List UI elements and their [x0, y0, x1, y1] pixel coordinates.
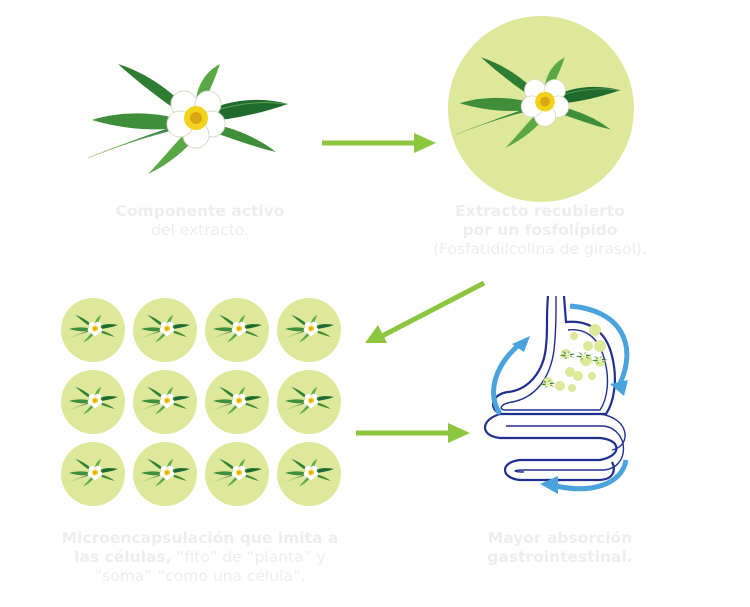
caption-coated-extract: Extracto recubierto por un fosfolípido (…: [400, 202, 680, 259]
digestive-tract-icon: [483, 295, 630, 494]
caption-coated-extract-bold-1: Extracto recubierto: [455, 202, 625, 220]
caption-micro-bold-b: las células,: [74, 548, 172, 566]
caption-micro-normal-b: “soma” “como una célula”.: [94, 567, 306, 585]
capsule-icon: [133, 370, 197, 434]
capsule-icon: [205, 370, 269, 434]
caption-absorption-bold-1: Mayor absorción: [487, 529, 633, 547]
caption-microencapsulation: Microencapsulación que imita a las célul…: [30, 529, 370, 586]
coated-tea-flower-icon: [448, 16, 634, 202]
capsule-icon: [133, 298, 197, 362]
capsule-icon: [277, 370, 341, 434]
capsule-icon: [205, 298, 269, 362]
tea-flower-icon: [83, 63, 289, 175]
caption-active-component: Componente activo del extracto.: [80, 202, 320, 240]
caption-micro-normal-a: “fito” de “planta” y: [171, 548, 326, 566]
caption-absorption: Mayor absorción gastrointestinal.: [450, 529, 670, 567]
caption-coated-extract-normal: (Fosfatidilcolina de girasol).: [433, 240, 647, 258]
capsule-grid: [61, 298, 341, 506]
capsule-icon: [277, 298, 341, 362]
caption-micro-bold-a: Microencapsulación que imita a: [61, 529, 339, 547]
capsule-icon: [61, 370, 125, 434]
capsule-icon: [205, 442, 269, 506]
capsule-icon: [133, 442, 197, 506]
caption-coated-extract-bold-2: por un fosfolípido: [462, 221, 618, 239]
arrow-diagonal: [365, 280, 486, 343]
arrow-right-top: [322, 133, 436, 153]
caption-active-component-bold: Componente activo: [115, 202, 285, 220]
caption-absorption-bold-2: gastrointestinal.: [487, 548, 633, 566]
capsule-icon: [61, 298, 125, 362]
capsule-icon: [277, 442, 341, 506]
arrow-right-bottom: [356, 423, 470, 443]
caption-active-component-normal: del extracto.: [151, 221, 249, 239]
capsule-icon: [61, 442, 125, 506]
